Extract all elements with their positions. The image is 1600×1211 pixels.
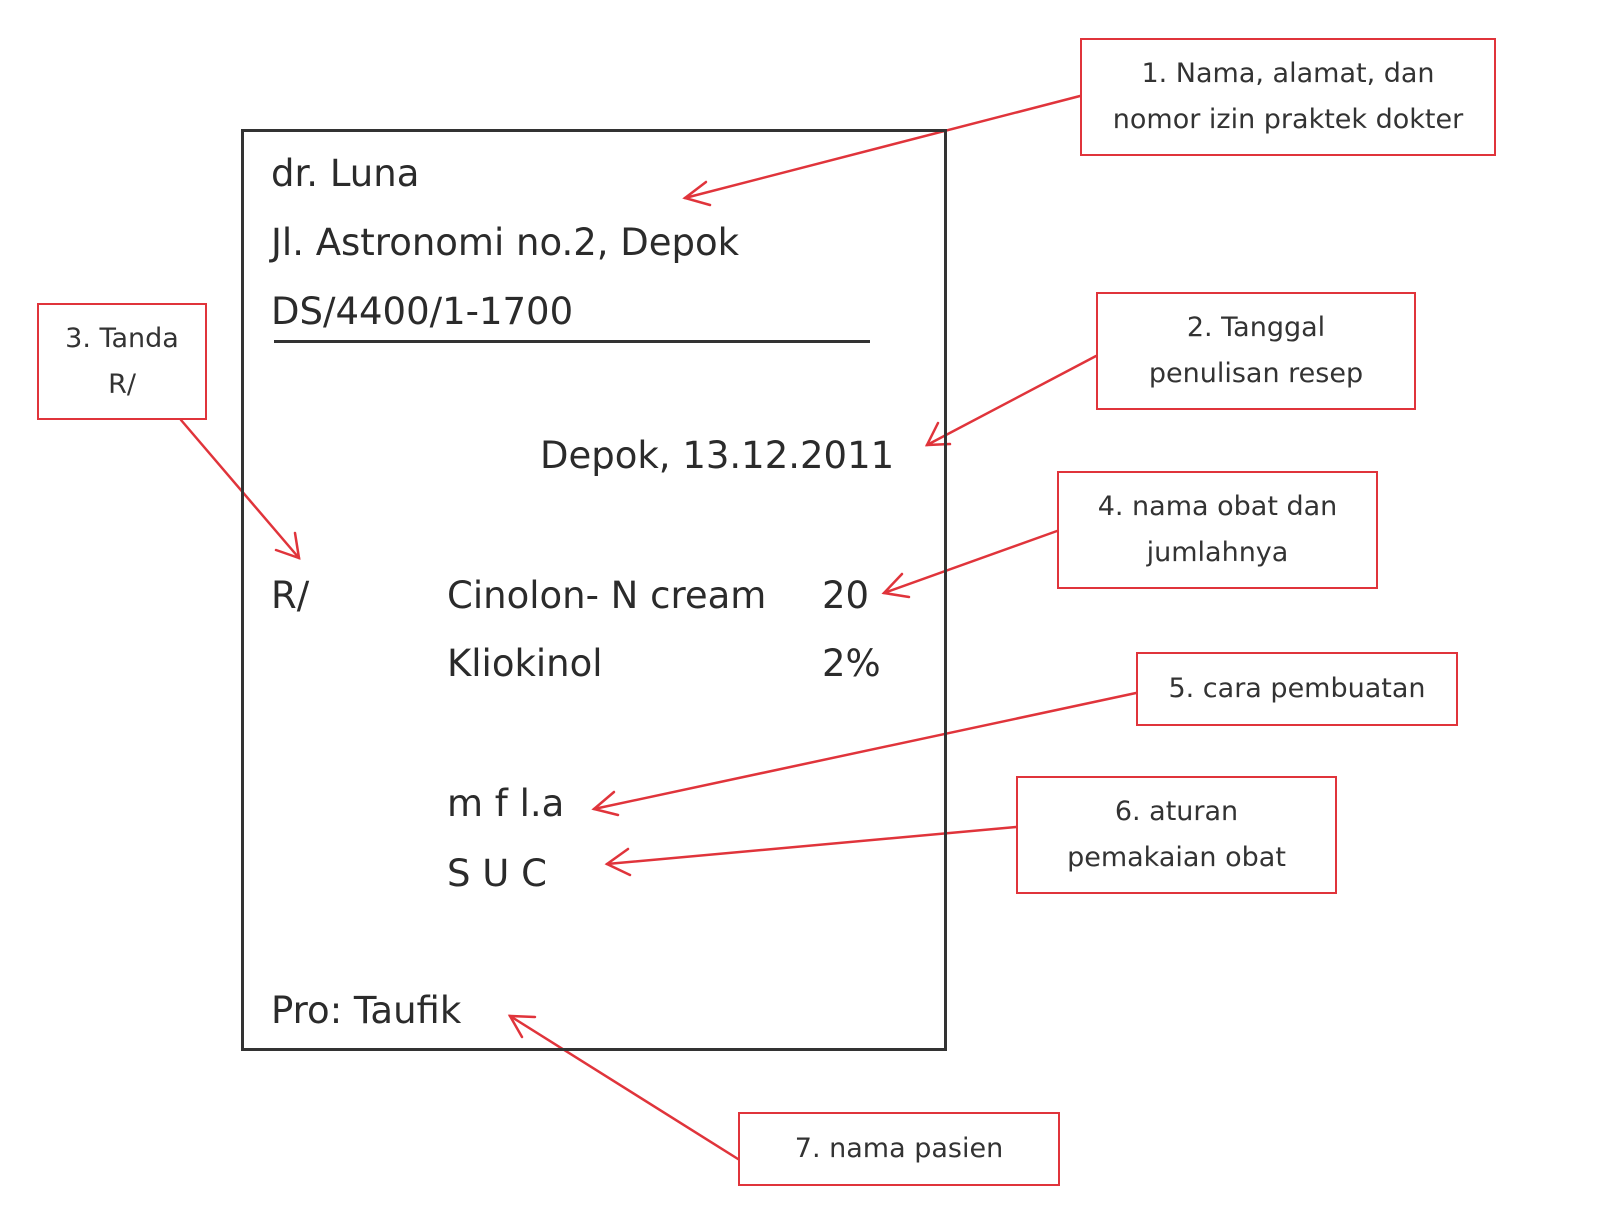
drug-2-name: Kliokinol	[447, 642, 603, 685]
prescription-date: Depok, 13.12.2011	[540, 434, 895, 477]
drug-1-amount: 20	[822, 574, 870, 617]
preparation-method: m f l.a	[447, 782, 565, 825]
license-number: DS/4400/1-1700	[271, 290, 574, 333]
prescription-card	[241, 129, 947, 1051]
doctor-name: dr. Luna	[271, 152, 420, 195]
patient-name: Pro: Taufik	[271, 989, 462, 1032]
doctor-address: Jl. Astronomi no.2, Depok	[271, 221, 740, 264]
drug-2-amount: 2%	[822, 642, 881, 685]
callout-patient: 7. nama pasien	[738, 1112, 1060, 1186]
drug-1-name: Cinolon- N cream	[447, 574, 767, 617]
recipe-sign: R/	[271, 574, 310, 617]
header-divider	[274, 340, 870, 343]
usage-instructions: S U C	[447, 852, 547, 895]
callout-preparation: 5. cara pembuatan	[1136, 652, 1458, 726]
